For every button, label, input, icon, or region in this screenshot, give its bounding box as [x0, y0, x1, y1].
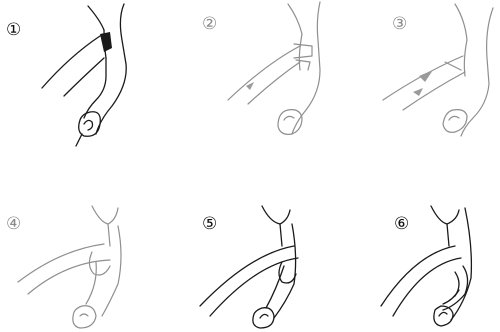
panel-step-4: ④ [0, 166, 170, 332]
panel-step-1: ① [0, 0, 170, 166]
step-4-illustration [0, 166, 170, 332]
step-1-illustration [0, 0, 170, 166]
panel-step-5: ⑤ [170, 166, 335, 332]
step-5-illustration [170, 166, 335, 332]
step-6-illustration [335, 166, 500, 332]
panel-step-6: ⑥ [335, 166, 500, 332]
step-2-illustration [170, 0, 335, 166]
panel-step-3: ③ [335, 0, 500, 166]
step-3-illustration [335, 0, 500, 166]
panel-step-2: ② [170, 0, 335, 166]
